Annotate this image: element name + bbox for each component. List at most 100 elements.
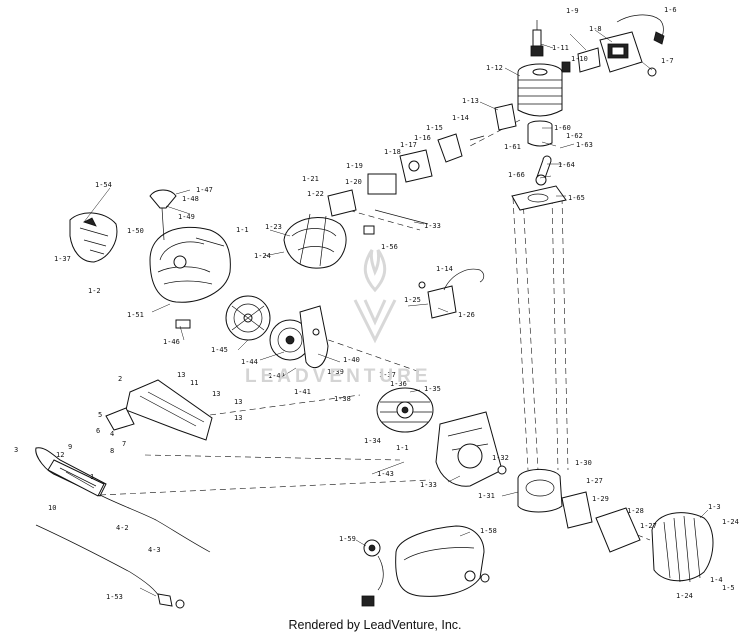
- label-1-29: 1-29: [592, 495, 609, 503]
- starter-pulley: [225, 295, 271, 341]
- label-3: 3: [14, 446, 18, 454]
- flywheel-1-44: [269, 319, 311, 361]
- label-1-26: 1-26: [458, 311, 475, 319]
- ignition-wire: [616, 14, 665, 45]
- label-1-56: 1-56: [381, 243, 398, 251]
- label-1-47: 1-47: [196, 186, 213, 194]
- fan-housing: [149, 226, 231, 303]
- label-1-30: 1-30: [575, 459, 592, 467]
- label-1-34: 1-34: [364, 437, 381, 445]
- muffler-screen: [561, 47, 601, 73]
- label-1-66: 1-66: [508, 171, 525, 179]
- label-1-5: 1-5: [722, 584, 735, 592]
- label-1-42: 1-42: [268, 372, 285, 380]
- label-1-24b: 1-24: [722, 518, 739, 526]
- label-1-18: 1-18: [384, 148, 401, 156]
- cable-1-53: [35, 524, 185, 609]
- label-1-32: 1-32: [492, 454, 509, 462]
- label-6: 6: [96, 427, 100, 435]
- cylinder-head: [517, 63, 563, 117]
- label-8: 8: [110, 447, 114, 455]
- label-1-39: 1-39: [327, 368, 344, 376]
- part-labels: 1-6 1-9 1-8 1-11 1-10 1-7 1-12 1-1 3 1-1 4…: [14, 6, 739, 601]
- label-1-2: 1-2: [88, 287, 101, 295]
- piston: [527, 120, 553, 147]
- render-credit: Rendered by LeadVenture, Inc.: [288, 618, 462, 632]
- bracket-1-40: [299, 305, 329, 369]
- label-1-9: 1-9: [566, 7, 579, 15]
- label-1-31: 1-31: [478, 492, 495, 500]
- handle-1-49: [149, 189, 177, 241]
- carb-parts: [327, 133, 485, 235]
- label-1-7: 1-7: [661, 57, 674, 65]
- label-13d: 13: [234, 414, 242, 422]
- label-13c: 13: [234, 398, 242, 406]
- label-4-3: 4-3: [148, 546, 161, 554]
- label-1-43: 1-43: [377, 470, 394, 478]
- label-1: 1: [90, 473, 94, 481]
- label-1-46: 1-46: [163, 338, 180, 346]
- label-1-22: 1-22: [307, 190, 324, 198]
- connecting-rod: [535, 155, 552, 186]
- crankcase-1-31: [497, 465, 563, 513]
- label-1-10: 1-10: [571, 55, 588, 63]
- label-1-41: 1-41: [294, 388, 311, 396]
- label-1-28: 1-28: [627, 507, 644, 515]
- label-1-33b: 1-33: [420, 481, 437, 489]
- label-1-8: 1-8: [589, 25, 602, 33]
- label-1-6: 1-6: [664, 6, 677, 14]
- label-7: 7: [122, 440, 126, 448]
- label-1-62: 1-62: [566, 132, 583, 140]
- throttle-cable: [99, 494, 211, 553]
- label-1-23: 1-23: [265, 223, 282, 231]
- fuel-tank: [395, 525, 490, 597]
- label-1-61: 1-61: [504, 143, 521, 151]
- engine-flywheel-assembly: [376, 387, 434, 433]
- label-1-60: 1-60: [554, 124, 571, 132]
- gasket-1-13: [494, 103, 517, 131]
- guide-lines: [99, 119, 651, 541]
- label-1-11: 1-11: [552, 44, 569, 52]
- label-1-17: 1-17: [400, 141, 417, 149]
- label-1-12: 1-12: [486, 64, 503, 72]
- label-1-49: 1-49: [178, 213, 195, 221]
- label-1-36: 1-36: [390, 380, 407, 388]
- clip-1-46: [175, 319, 191, 329]
- ignition-module: [418, 268, 485, 319]
- label-1-38: 1-38: [334, 395, 351, 403]
- label-1-59: 1-59: [339, 535, 356, 543]
- label-1-27b: 1-27: [640, 522, 657, 530]
- label-1-51: 1-51: [127, 311, 144, 319]
- front-cover-1-37: [69, 212, 118, 263]
- clutch-housing-1-33: [435, 411, 503, 487]
- label-1-50: 1-50: [127, 227, 144, 235]
- label-4: 4: [110, 430, 114, 438]
- label-1-33a: 1-33: [424, 222, 441, 230]
- label-1-15: 1-15: [426, 124, 443, 132]
- label-2: 2: [118, 375, 122, 383]
- air-filter-cover: [283, 213, 347, 269]
- shaft-housing: [35, 447, 107, 497]
- label-1-54: 1-54: [95, 181, 112, 189]
- label-1-4: 1-4: [710, 576, 723, 584]
- watermark-text: LEADVENTURE: [245, 366, 432, 387]
- label-10: 10: [48, 504, 56, 512]
- label-1-53: 1-53: [106, 593, 123, 601]
- label-5: 5: [98, 411, 102, 419]
- label-13b: 13: [212, 390, 220, 398]
- label-1-65: 1-65: [568, 194, 585, 202]
- primer-bulb-1-59: [361, 539, 384, 607]
- label-1-58: 1-58: [480, 527, 497, 535]
- label-1-19: 1-19: [346, 162, 363, 170]
- label-1-64: 1-64: [558, 161, 575, 169]
- label-1-20: 1-20: [345, 178, 362, 186]
- leader-lines: [83, 29, 709, 597]
- label-1-24a: 1-24: [254, 252, 271, 260]
- label-1-1: 1-1: [236, 226, 249, 234]
- label-4-2: 4-2: [116, 524, 129, 532]
- label-1-1b: 1-1: [396, 444, 409, 452]
- label-1-40: 1-40: [343, 356, 360, 364]
- label-1-48: 1-48: [182, 195, 199, 203]
